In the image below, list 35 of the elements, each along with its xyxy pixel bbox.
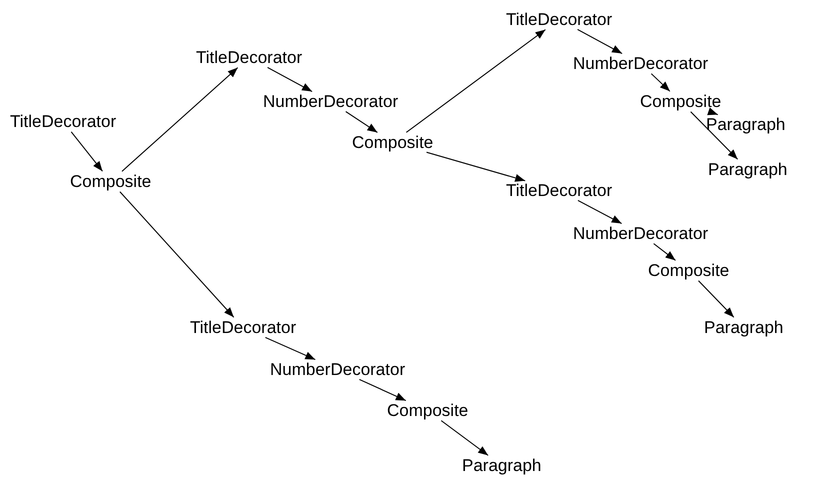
arrow [426, 152, 526, 182]
arrow [698, 280, 734, 318]
arrow [690, 111, 738, 160]
node-label: Paragraph [462, 456, 542, 475]
arrow [70, 131, 103, 172]
node-label: TitleDecorator [196, 48, 302, 67]
node-label: NumberDecorator [573, 54, 708, 73]
arrow [406, 29, 546, 133]
arrow [121, 67, 238, 172]
node-label: Composite [70, 172, 152, 191]
node-label: Composite [352, 133, 434, 152]
node-label: Paragraph [706, 115, 786, 134]
node-label: Paragraph [708, 160, 788, 179]
arrow [267, 66, 313, 92]
arrow [707, 108, 718, 116]
arrow [650, 73, 670, 92]
node-label: Paragraph [704, 318, 784, 337]
node-label: Composite [640, 92, 722, 111]
node-label: TitleDecorator [506, 10, 612, 29]
node-label: TitleDecorator [190, 318, 296, 337]
arrow [653, 243, 676, 261]
arrow [358, 378, 406, 402]
node-label: TitleDecorator [506, 181, 612, 200]
node-label: Composite [648, 261, 730, 280]
arrow [440, 420, 489, 456]
node-label: Composite [387, 401, 468, 420]
arrow [577, 200, 622, 224]
node-label: NumberDecorator [573, 224, 708, 243]
arrow [264, 336, 316, 360]
node-label: NumberDecorator [270, 360, 406, 379]
arrow [577, 28, 623, 54]
arrow [345, 111, 378, 133]
node-label: TitleDecorator [10, 112, 116, 131]
arrow [119, 191, 234, 318]
node-label: NumberDecorator [263, 92, 398, 111]
